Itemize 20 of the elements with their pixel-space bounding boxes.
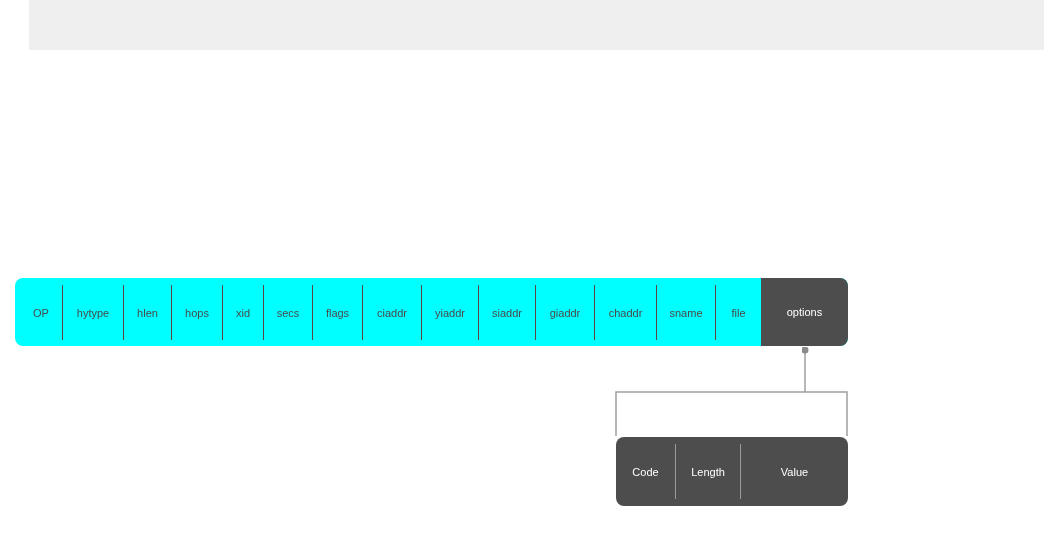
packet-field: hytype [62,285,123,340]
packet-field: yiaddr [421,285,478,340]
packet-field: chaddr [594,285,656,340]
bracket-connector [615,346,848,437]
options-field: options [761,278,848,346]
packet-field: sname [656,285,715,340]
packet-field: flags [312,285,362,340]
packet-field: hlen [123,285,171,340]
option-subfield: Length [675,444,740,499]
option-subfield: Value [740,444,848,499]
packet-field: secs [263,285,312,340]
packet-field: siaddr [478,285,535,340]
packet-field: OP [20,285,62,340]
option-format-bar [616,437,848,506]
packet-field: xid [222,285,263,340]
packet-bar [15,278,848,346]
packet-field: ciaddr [362,285,421,340]
option-subfield: Code [616,444,675,499]
packet-field: hops [171,285,222,340]
packet-field: giaddr [535,285,594,340]
